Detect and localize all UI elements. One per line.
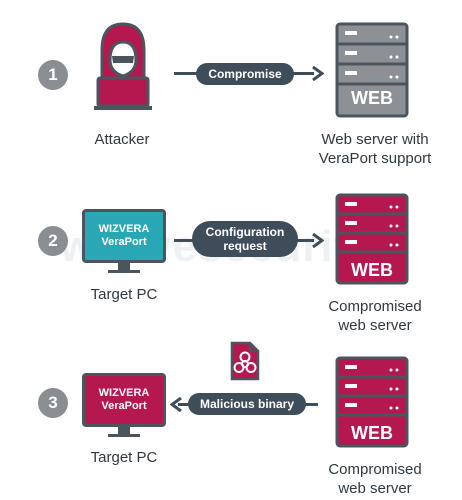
server-icon — [335, 22, 409, 118]
target-pc-monitor-red: WIZVERA VeraPort — [82, 373, 166, 427]
monitor-base — [108, 270, 140, 273]
target-pc-monitor-teal: WIZVERA VeraPort — [82, 209, 166, 263]
pc-brand-line2: VeraPort — [101, 400, 147, 412]
server-icon — [335, 193, 409, 285]
compromised-label-2-line1: Compromised — [328, 298, 422, 315]
pc-brand-line1: WIZVERA — [98, 387, 150, 399]
pc-brand-line1: WIZVERA — [98, 223, 150, 235]
arrow-right-icon — [312, 66, 324, 81]
arrow-left-icon — [170, 397, 182, 412]
step-number-2: 2 — [38, 226, 68, 256]
step-number-3: 3 — [38, 388, 68, 418]
monitor-stand — [118, 427, 130, 435]
server-icon — [335, 356, 409, 448]
web-server-label-line2: VeraPort support — [318, 150, 432, 167]
compromised-label-2-line2: web server — [338, 317, 412, 334]
biohazard-file-icon — [230, 341, 260, 381]
compromised-label-3-line2: web server — [338, 480, 412, 497]
compromise-pill: Compromise — [196, 63, 294, 85]
step-number-1: 1 — [38, 60, 68, 90]
attacker-label: Attacker — [94, 131, 150, 148]
config-request-pill: Configuration request — [192, 221, 298, 257]
malicious-binary-pill: Malicious binary — [188, 393, 306, 415]
config-request-line1: Configuration — [205, 225, 285, 239]
server-web-text-3: WEB — [351, 423, 393, 443]
arrow-right-icon — [312, 233, 324, 248]
monitor-base — [108, 434, 140, 437]
compromised-label-3-line1: Compromised — [328, 461, 422, 478]
pc-brand-line2: VeraPort — [101, 236, 147, 248]
monitor-stand — [118, 263, 130, 271]
target-pc-label-2: Target PC — [90, 286, 158, 303]
server-web-text-2: WEB — [351, 260, 393, 280]
server-web-text-1: WEB — [351, 88, 393, 108]
hooded-attacker-icon — [94, 22, 152, 110]
target-pc-label-3: Target PC — [90, 449, 158, 466]
web-server-label-line1: Web server with — [321, 131, 429, 148]
config-request-line2: request — [223, 239, 267, 253]
